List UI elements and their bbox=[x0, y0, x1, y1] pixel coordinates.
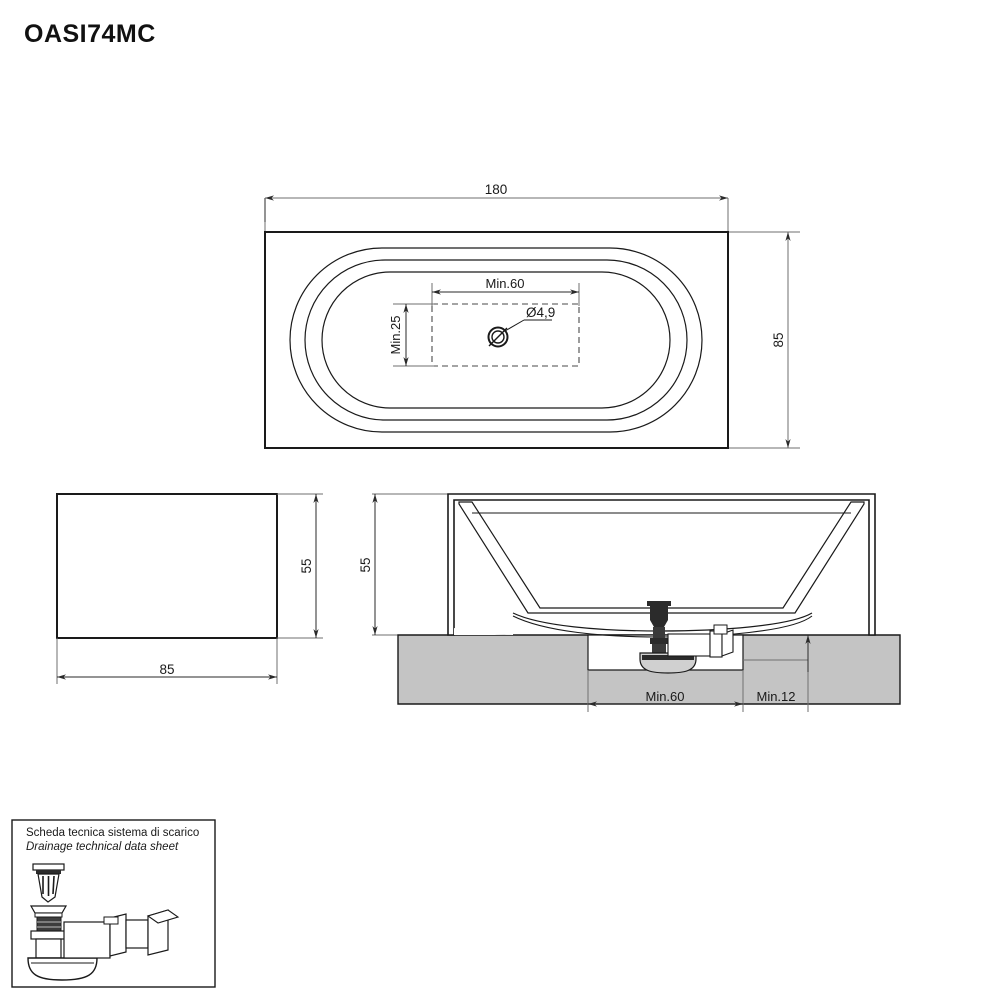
front-floor-dimensions: Min.60 Min.12 bbox=[587, 635, 811, 712]
front-tub-outer-shell bbox=[447, 493, 876, 636]
plan-drain-zone bbox=[431, 303, 580, 367]
top-plan-view: 180 85 Min.60 bbox=[264, 182, 800, 449]
side-elevation-view: 55 85 bbox=[56, 493, 323, 684]
plan-drain-diameter-callout: Ø4,9 bbox=[504, 305, 555, 332]
plan-drain-zone-height-dimension: Min.25 bbox=[388, 303, 434, 367]
plan-contour-3 bbox=[321, 271, 671, 409]
side-outline bbox=[56, 493, 278, 639]
front-height-dimension: 55 bbox=[358, 493, 452, 636]
plan-drain-zone-width-label: Min.60 bbox=[485, 276, 524, 291]
front-drain-assembly bbox=[639, 601, 734, 674]
plan-width-label: 180 bbox=[485, 182, 508, 197]
legend-drain-illustration bbox=[27, 863, 180, 981]
plan-drain-zone-width-dimension: Min.60 bbox=[431, 276, 580, 306]
plan-drain-zone-height-label: Min.25 bbox=[388, 315, 403, 354]
plan-drain-diameter-label: Ø4,9 bbox=[526, 305, 555, 320]
legend-box: Scheda tecnica sistema di scarico Draina… bbox=[11, 819, 216, 988]
plan-width-dimension: 180 bbox=[264, 182, 729, 232]
plan-contour-1 bbox=[289, 247, 703, 433]
plan-height-dimension: 85 bbox=[728, 231, 800, 449]
side-width-label: 85 bbox=[159, 662, 174, 677]
plan-contour-2 bbox=[304, 259, 688, 421]
front-floor-left-label: Min.60 bbox=[645, 689, 684, 704]
legend-title-en: Drainage technical data sheet bbox=[26, 841, 179, 853]
front-floor-right-label: Min.12 bbox=[756, 689, 795, 704]
plan-height-label: 85 bbox=[771, 332, 786, 347]
front-basin-walls bbox=[458, 501, 865, 614]
front-underside-left bbox=[454, 628, 513, 635]
side-width-dimension: 85 bbox=[56, 638, 278, 684]
front-section-view: 55 bbox=[358, 493, 901, 712]
front-height-label: 55 bbox=[358, 557, 373, 572]
side-height-dimension: 55 bbox=[277, 493, 323, 639]
page-title: OASI74MC bbox=[24, 20, 156, 48]
legend-title-it: Scheda tecnica sistema di scarico bbox=[26, 827, 199, 839]
plan-drain-symbol bbox=[487, 326, 509, 348]
side-height-label: 55 bbox=[299, 558, 314, 573]
